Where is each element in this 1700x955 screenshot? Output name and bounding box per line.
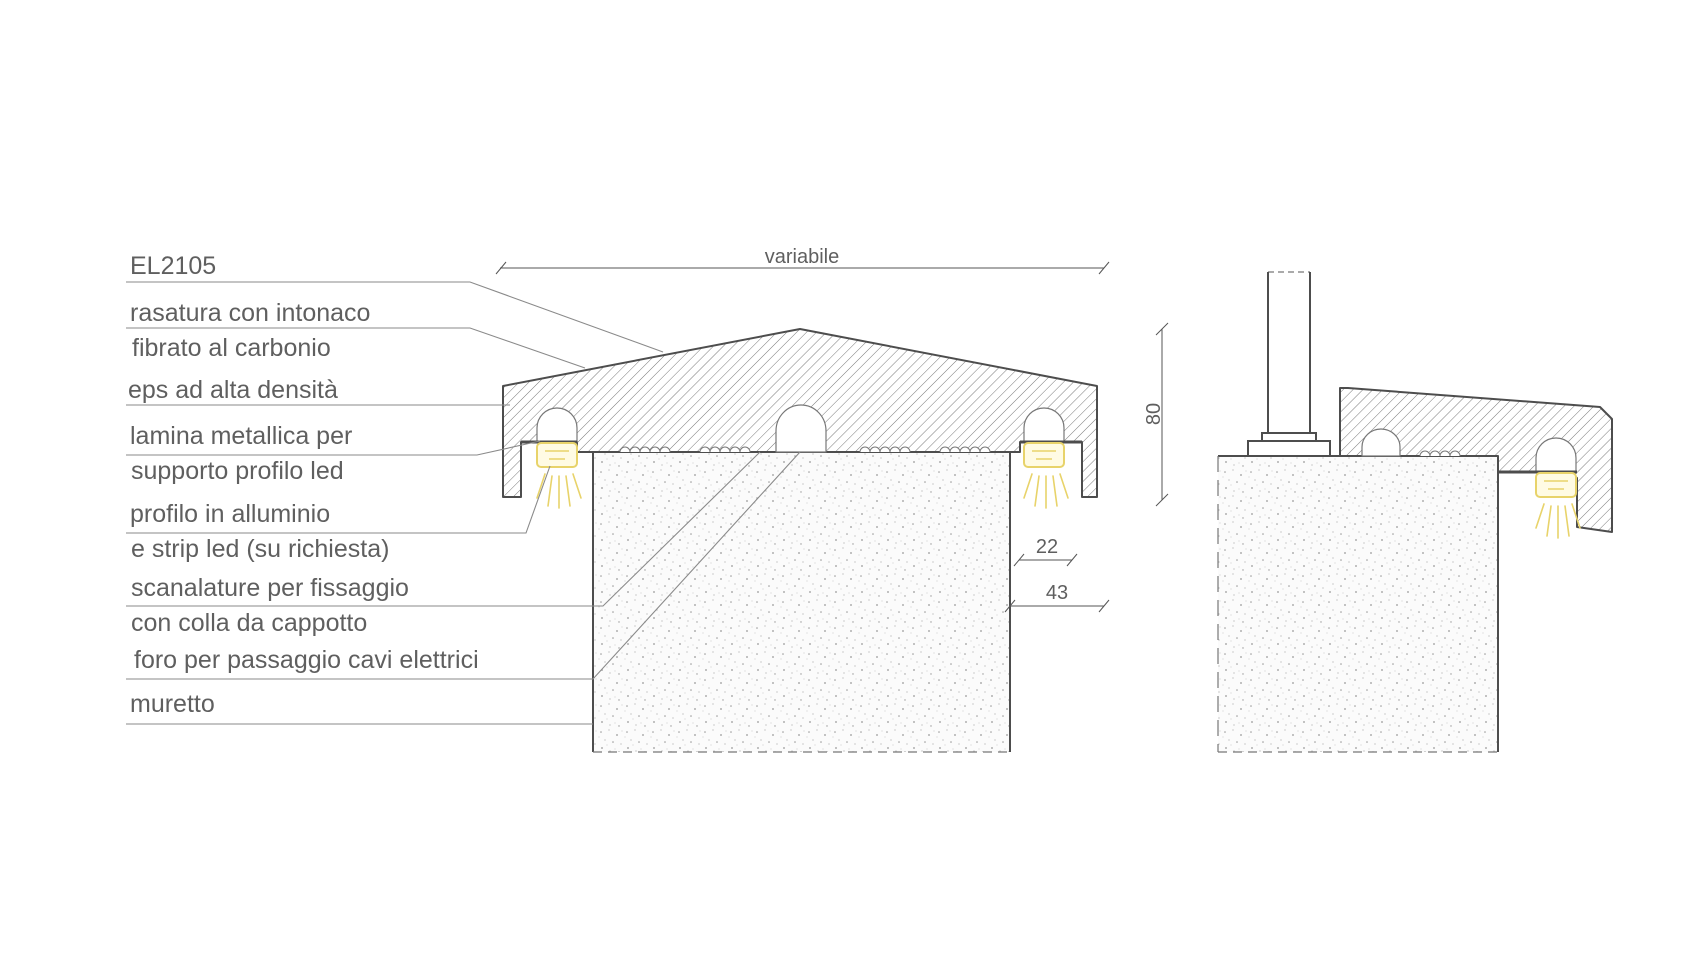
leader-rasatura xyxy=(126,327,586,369)
wall-block xyxy=(593,452,1010,752)
side-cable-hole xyxy=(1361,428,1401,457)
cable-hole xyxy=(775,404,827,453)
leader-scanalature xyxy=(126,451,761,607)
leader-foro xyxy=(126,451,801,680)
label-foro: foro per passaggio cavi elettrici xyxy=(134,646,479,674)
label-code: EL2105 xyxy=(130,252,216,280)
label-eps: eps ad alta densità xyxy=(128,376,338,404)
side-led-profile xyxy=(1535,472,1581,539)
dimension-width: variabile xyxy=(495,246,1110,275)
dimension-height-label: 80 xyxy=(1143,403,1165,425)
dimension-height: 80 xyxy=(1143,322,1169,507)
label-lamina-2: supporto profilo led xyxy=(131,457,344,485)
side-led-niche xyxy=(1535,437,1577,473)
led-niche-right xyxy=(1023,407,1065,443)
led-niche-left xyxy=(536,407,578,443)
leader-lines xyxy=(126,281,801,725)
leader-lamina xyxy=(126,440,541,456)
side-coping-cap xyxy=(1339,387,1613,533)
label-profilo-2: e strip led (su richiesta) xyxy=(131,535,389,563)
dimension-overhang-outer-label: 43 xyxy=(1046,582,1068,604)
leader-profilo xyxy=(126,465,551,534)
dimension-overhang-inner-label: 22 xyxy=(1036,536,1058,558)
dimension-overhang-inner: 22 xyxy=(1013,536,1078,567)
label-scanalature-2: con colla da cappotto xyxy=(131,609,367,637)
label-profilo-1: profilo in alluminio xyxy=(130,500,330,528)
dimension-width-label: variabile xyxy=(765,246,839,268)
side-wall-block xyxy=(1218,456,1498,752)
callout-labels: EL2105 rasatura con intonaco fibrato al … xyxy=(128,252,479,718)
label-rasatura-1: rasatura con intonaco xyxy=(130,299,370,327)
led-profile-left xyxy=(536,442,582,509)
fixing-grooves xyxy=(619,446,991,453)
label-rasatura-2: fibrato al carbonio xyxy=(132,334,331,362)
dimension-overhang-outer: 43 xyxy=(1004,582,1110,613)
side-section xyxy=(1217,271,1613,753)
main-section: variabile 80 22 43 xyxy=(495,246,1169,753)
side-fixing-grooves xyxy=(1419,450,1461,457)
leader-code xyxy=(126,281,664,353)
railing-post xyxy=(1247,271,1331,457)
led-profile-right xyxy=(1023,442,1069,509)
label-lamina-1: lamina metallica per xyxy=(130,422,352,450)
label-scanalature-1: scanalature per fissaggio xyxy=(131,574,409,602)
label-muretto: muretto xyxy=(130,690,215,718)
